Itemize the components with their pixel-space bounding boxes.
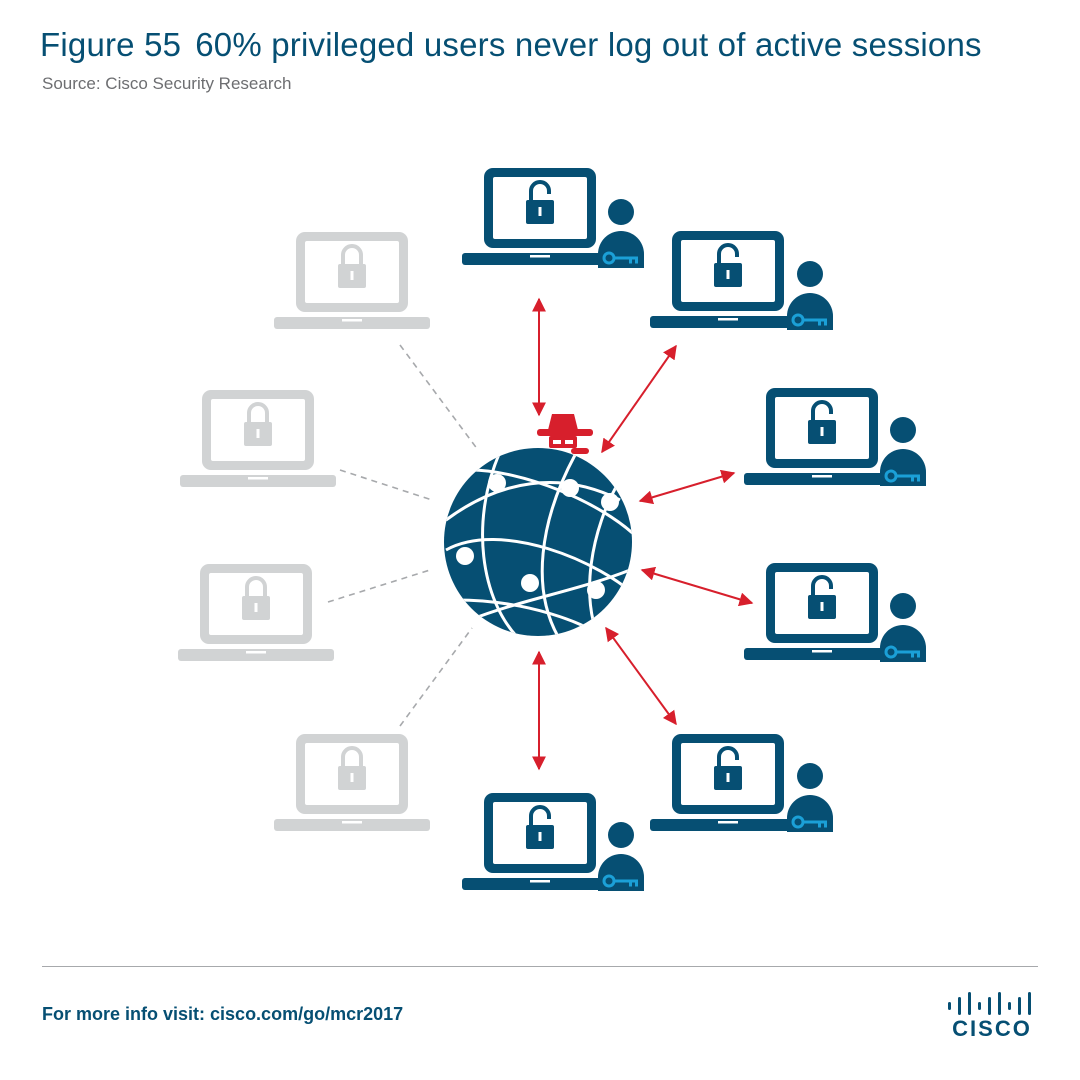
key-icon	[884, 645, 920, 659]
unlocked-padlock-icon	[714, 746, 742, 790]
network-node	[561, 479, 579, 497]
attack-arrow	[640, 566, 754, 607]
unlocked-padlock-icon	[526, 180, 554, 224]
inactive-sessions	[178, 232, 430, 831]
unlocked-padlock-icon	[714, 243, 742, 287]
figure-title-text: 60% privileged users never log out of ac…	[195, 26, 982, 63]
footer-divider	[42, 966, 1038, 967]
idle-connection-line	[327, 569, 431, 603]
laptop-unlocked-icon	[462, 793, 618, 890]
network-node	[521, 574, 539, 592]
laptop-unlocked-icon	[744, 388, 900, 485]
laptop-unlocked-icon	[650, 734, 806, 831]
cisco-bars-icon	[948, 992, 1031, 1015]
active-session	[744, 388, 926, 486]
privileged-user-icon	[880, 417, 926, 486]
key-icon	[791, 815, 827, 829]
connectors	[327, 297, 754, 771]
padlock-icon	[338, 746, 366, 790]
active-session	[462, 793, 644, 891]
network-node	[587, 581, 605, 599]
privileged-user-icon	[880, 593, 926, 662]
network-node	[601, 493, 619, 511]
attack-arrow	[601, 344, 677, 454]
active-session	[650, 231, 833, 330]
laptop-locked-icon	[178, 564, 334, 661]
privileged-user-icon	[598, 199, 644, 268]
padlock-icon	[242, 576, 270, 620]
figure-source: Source: Cisco Security Research	[42, 74, 292, 93]
privileged-user-icon	[787, 261, 833, 330]
laptop-unlocked-icon	[650, 231, 806, 328]
active-sessions	[462, 168, 926, 891]
unlocked-padlock-icon	[526, 805, 554, 849]
key-icon	[791, 313, 827, 327]
idle-connection-line	[399, 344, 479, 451]
key-icon	[602, 874, 638, 888]
laptop-locked-icon	[274, 734, 430, 831]
padlock-icon	[338, 244, 366, 288]
unlocked-padlock-icon	[808, 575, 836, 619]
privileged-user-icon	[598, 822, 644, 891]
footer-lead: For more info visit:	[42, 1004, 206, 1024]
hacker-spy-icon	[537, 414, 593, 454]
idle-connection-line	[339, 469, 433, 501]
laptop-locked-icon	[180, 390, 336, 487]
laptop-unlocked-icon	[462, 168, 618, 265]
active-session	[744, 563, 926, 662]
active-session	[462, 168, 644, 268]
key-icon	[884, 469, 920, 483]
figure-title: Figure 55 60% privileged users never log …	[40, 26, 982, 64]
cisco-wordmark: CISCO	[952, 1016, 1032, 1041]
attack-arrow	[605, 626, 677, 726]
network-node	[488, 474, 506, 492]
key-icon	[602, 251, 638, 265]
privileged-user-icon	[787, 763, 833, 832]
padlock-icon	[244, 402, 272, 446]
attack-arrow	[638, 469, 736, 505]
idle-connection-line	[399, 627, 473, 727]
network-node	[456, 547, 474, 565]
laptop-locked-icon	[274, 232, 430, 329]
globe-network-icon	[444, 448, 632, 636]
cisco-logo: CISCO	[944, 990, 1040, 1042]
active-session	[650, 734, 833, 832]
unlocked-padlock-icon	[808, 400, 836, 444]
figure-number: Figure 55	[40, 26, 182, 63]
laptop-unlocked-icon	[744, 563, 900, 660]
footer-link[interactable]: cisco.com/go/mcr2017	[210, 1004, 404, 1024]
footer-info: For more info visit: cisco.com/go/mcr201…	[42, 1004, 403, 1025]
